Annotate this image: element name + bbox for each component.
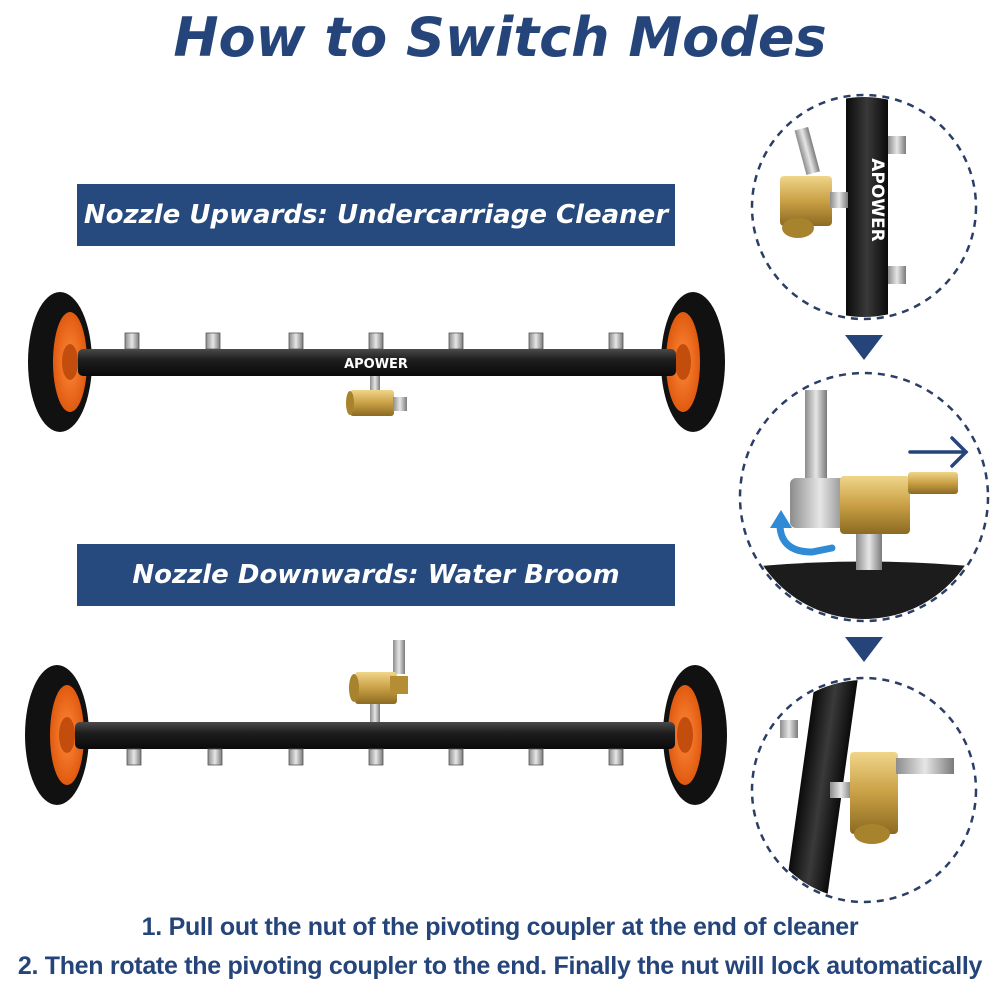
- arrow-down-1-icon: [845, 335, 883, 360]
- banner-nozzle-downwards-label: Nozzle Downwards: Water Broom: [132, 560, 620, 590]
- left-wheel-icon: [25, 665, 89, 805]
- detail-circle-2: [738, 371, 990, 623]
- right-wheel-icon: [661, 292, 725, 432]
- rotate-arrow-icon: [770, 510, 836, 556]
- arrow-right-icon: [908, 436, 969, 468]
- brand-label-detail: APOWER: [867, 158, 887, 242]
- nozzle-row-down-icon: [126, 748, 624, 766]
- banner-nozzle-upwards-label: Nozzle Upwards: Undercarriage Cleaner: [83, 200, 669, 230]
- banner-nozzle-downwards: Nozzle Downwards: Water Broom: [77, 544, 675, 606]
- undercarriage-cleaner-bar: APOWER: [28, 292, 725, 432]
- brand-label-top: APOWER: [344, 357, 408, 372]
- instruction-step-1: 1. Pull out the nut of the pivoting coup…: [141, 913, 859, 941]
- detail-circle-3: [750, 676, 978, 904]
- water-broom-bar: [25, 640, 727, 805]
- left-wheel-icon: [28, 292, 92, 432]
- arrow-down-2-icon: [845, 637, 883, 662]
- instruction-step-2: 2. Then rotate the pivoting coupler to t…: [17, 952, 983, 980]
- pivoting-coupler-down-icon: [346, 376, 407, 416]
- nozzle-row-up-icon: [124, 332, 624, 350]
- pivoting-coupler-up-icon: [349, 640, 408, 722]
- right-wheel-icon: [663, 665, 727, 805]
- page-title: How to Switch Modes: [173, 6, 827, 69]
- detail-circle-1: APOWER: [750, 93, 978, 321]
- banner-nozzle-upwards: Nozzle Upwards: Undercarriage Cleaner: [77, 184, 675, 246]
